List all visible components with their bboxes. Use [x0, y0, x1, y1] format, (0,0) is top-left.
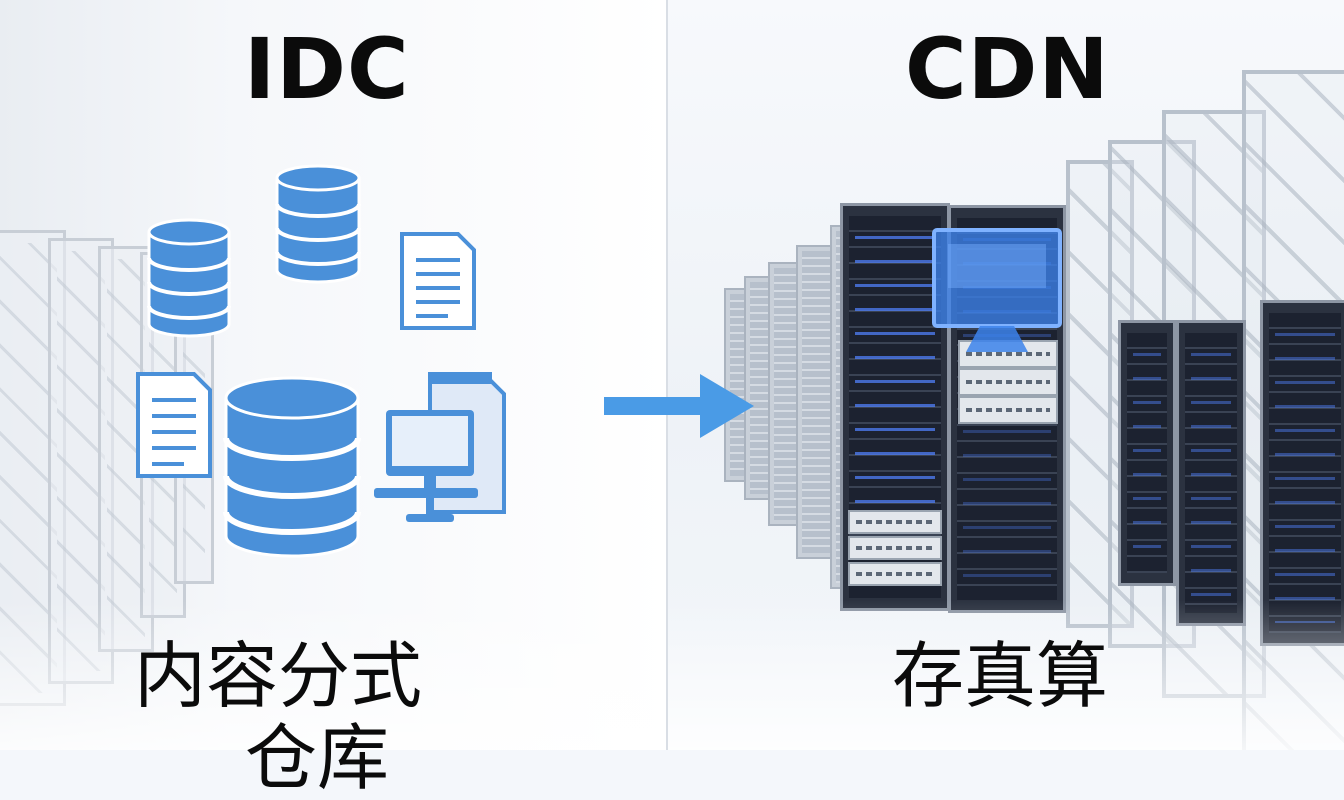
server-rack [840, 203, 950, 611]
server-unit [848, 510, 942, 534]
cdn-panel [668, 0, 1344, 750]
cdn-caption: 存真算 [892, 634, 1109, 718]
server-unit [848, 536, 942, 560]
server-rack [1260, 300, 1344, 646]
arrow-right-icon [604, 374, 754, 438]
document-icon [136, 372, 212, 478]
server-unit [958, 396, 1058, 424]
computer-workstation-icon [374, 372, 506, 522]
idc-caption-line2: 仓库 [245, 716, 390, 800]
idc-title: IDC [244, 20, 410, 118]
server-unit [848, 562, 942, 586]
panel-divider [666, 0, 668, 750]
idc-panel [0, 0, 668, 750]
database-icon [275, 164, 361, 284]
floor-reflection [668, 600, 1344, 750]
document-icon [400, 232, 476, 330]
server-unit [958, 368, 1058, 396]
server-rack [1118, 320, 1176, 586]
floor-reflection [0, 600, 668, 750]
database-icon [147, 218, 231, 338]
server-rack [1176, 320, 1246, 626]
monitor-icon [932, 228, 1062, 352]
idc-caption: 内容分式 [134, 634, 423, 718]
cdn-title: CDN [905, 20, 1110, 118]
database-large-icon [223, 376, 361, 558]
